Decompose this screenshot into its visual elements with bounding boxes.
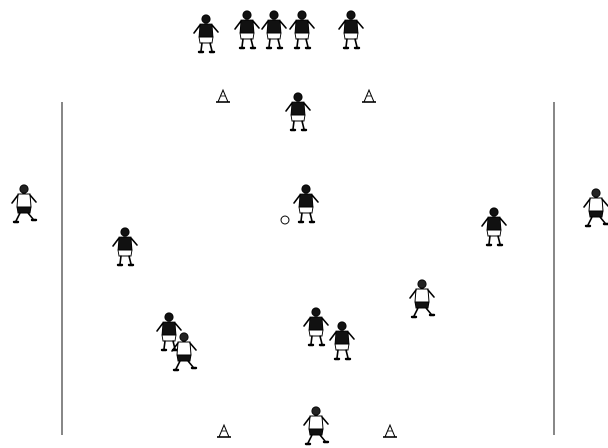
ball-icon: [281, 216, 289, 224]
